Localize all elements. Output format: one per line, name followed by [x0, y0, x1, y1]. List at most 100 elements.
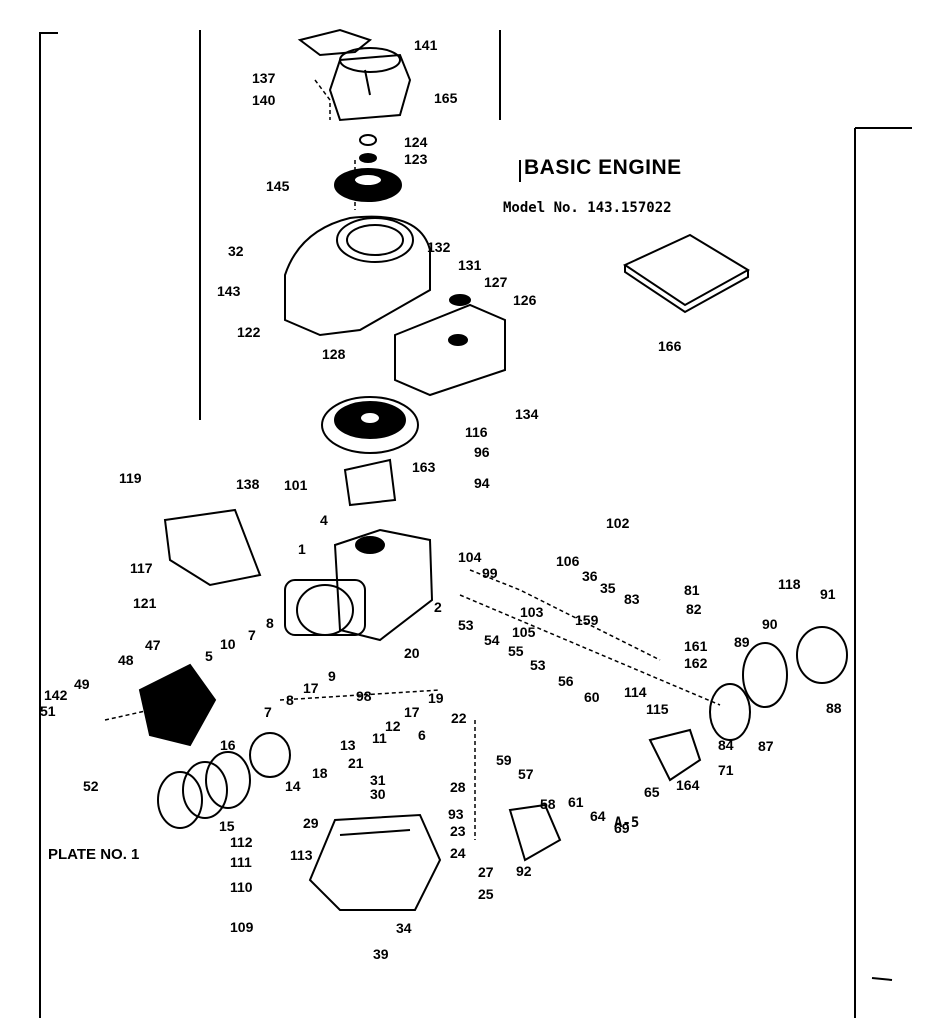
piston-part [249, 732, 291, 778]
callout-116: 116 [465, 424, 488, 440]
callout-114: 114 [624, 684, 647, 700]
callout-51: 51 [40, 703, 56, 719]
callout-labels: 141 137 140 165 124 123 145 32 132 131 1… [40, 37, 842, 962]
crankcase-cover-part [308, 813, 442, 911]
callout-54: 54 [484, 632, 500, 648]
callout-96: 96 [474, 444, 490, 460]
callout-60: 60 [584, 689, 600, 705]
callout-94: 94 [474, 475, 490, 491]
flywheel-part [321, 396, 419, 454]
callout-16: 16 [220, 737, 236, 753]
callout-8: 8 [266, 615, 274, 631]
callout-31: 31 [370, 772, 386, 788]
callout-20: 20 [404, 645, 420, 661]
callout-35: 35 [600, 580, 616, 596]
callout-127: 127 [484, 274, 508, 290]
callout-143: 143 [217, 283, 241, 299]
callout-118: 118 [778, 576, 801, 592]
callout-25: 25 [478, 886, 494, 902]
callout-47: 47 [145, 637, 161, 653]
frame-lines [39, 30, 912, 1018]
callout-162: 162 [684, 655, 708, 671]
plate-number: PLATE NO. 1 [48, 846, 140, 863]
diagram-title: BASIC ENGINE [524, 156, 682, 179]
callout-128: 128 [322, 346, 346, 362]
callout-21: 21 [348, 755, 364, 771]
callout-23: 23 [450, 823, 466, 839]
callout-39: 39 [373, 946, 389, 962]
muffler-part [508, 803, 562, 862]
callout-113: 113 [290, 847, 313, 863]
callout-53: 53 [530, 657, 546, 673]
callout-2: 2 [434, 599, 442, 615]
shroud-part [163, 508, 262, 587]
callout-49: 49 [74, 676, 90, 692]
callout-99: 99 [482, 565, 498, 581]
callout-14: 14 [285, 778, 301, 794]
ignition-coil-part [343, 458, 397, 507]
callout-61: 61 [568, 794, 584, 810]
leader-lines [104, 79, 721, 840]
callout-6: 6 [418, 727, 426, 743]
callout-69: 69 [614, 820, 630, 836]
callout-84: 84 [718, 737, 734, 753]
callout-10: 10 [220, 636, 236, 652]
callout-7b: 7 [264, 704, 272, 720]
callout-29: 29 [303, 815, 319, 831]
callout-11: 11 [372, 730, 387, 746]
callout-27: 27 [478, 864, 494, 880]
callout-122: 122 [237, 324, 261, 340]
callout-13: 13 [340, 737, 356, 753]
callout-91: 91 [820, 586, 836, 602]
air-cleaner-part [709, 626, 848, 741]
callout-18: 18 [312, 765, 328, 781]
blower-housing-part [284, 215, 431, 337]
starter-handle-part [297, 28, 412, 122]
callout-104: 104 [458, 549, 482, 565]
callout-102: 102 [606, 515, 630, 531]
callout-88: 88 [826, 700, 842, 716]
callout-8b: 8 [286, 692, 294, 708]
subassembly-label: A-5 [614, 815, 640, 831]
callout-141: 141 [414, 37, 438, 53]
callout-111: 111 [230, 854, 252, 870]
callout-98: 98 [356, 688, 372, 704]
callout-131: 131 [458, 257, 482, 273]
callout-89: 89 [734, 634, 750, 650]
callout-52: 52 [83, 778, 99, 794]
callout-15: 15 [219, 818, 235, 834]
callout-117: 117 [130, 560, 153, 576]
callout-22: 22 [451, 710, 467, 726]
callout-34: 34 [396, 920, 412, 936]
callout-119: 119 [119, 470, 142, 486]
callout-65: 65 [644, 784, 660, 800]
callout-137: 137 [252, 70, 276, 86]
callout-56: 56 [558, 673, 574, 689]
callout-134: 134 [515, 406, 539, 422]
callout-115: 115 [646, 701, 669, 717]
starter-pulley-part [334, 134, 402, 202]
callout-17b: 17 [404, 704, 420, 720]
callout-48: 48 [118, 652, 134, 668]
callout-32: 32 [228, 243, 244, 259]
callout-106: 106 [556, 553, 580, 569]
callout-19: 19 [428, 690, 444, 706]
callout-101: 101 [284, 477, 308, 493]
callout-112: 112 [230, 834, 253, 850]
model-number: Model No. 143.157022 [503, 200, 672, 216]
callout-123: 123 [404, 151, 428, 167]
carburetor-part [648, 728, 702, 782]
callout-142: 142 [44, 687, 68, 703]
callout-159: 159 [575, 612, 599, 628]
callout-132: 132 [427, 239, 451, 255]
fuel-tank-part [394, 294, 506, 397]
callout-82: 82 [686, 601, 702, 617]
callout-64: 64 [590, 808, 606, 824]
callout-81: 81 [684, 582, 700, 598]
callout-103: 103 [520, 604, 544, 620]
callout-161: 161 [684, 638, 708, 654]
callout-12: 12 [385, 718, 401, 734]
manual-book-part [622, 233, 750, 314]
callout-53: 53 [458, 617, 474, 633]
